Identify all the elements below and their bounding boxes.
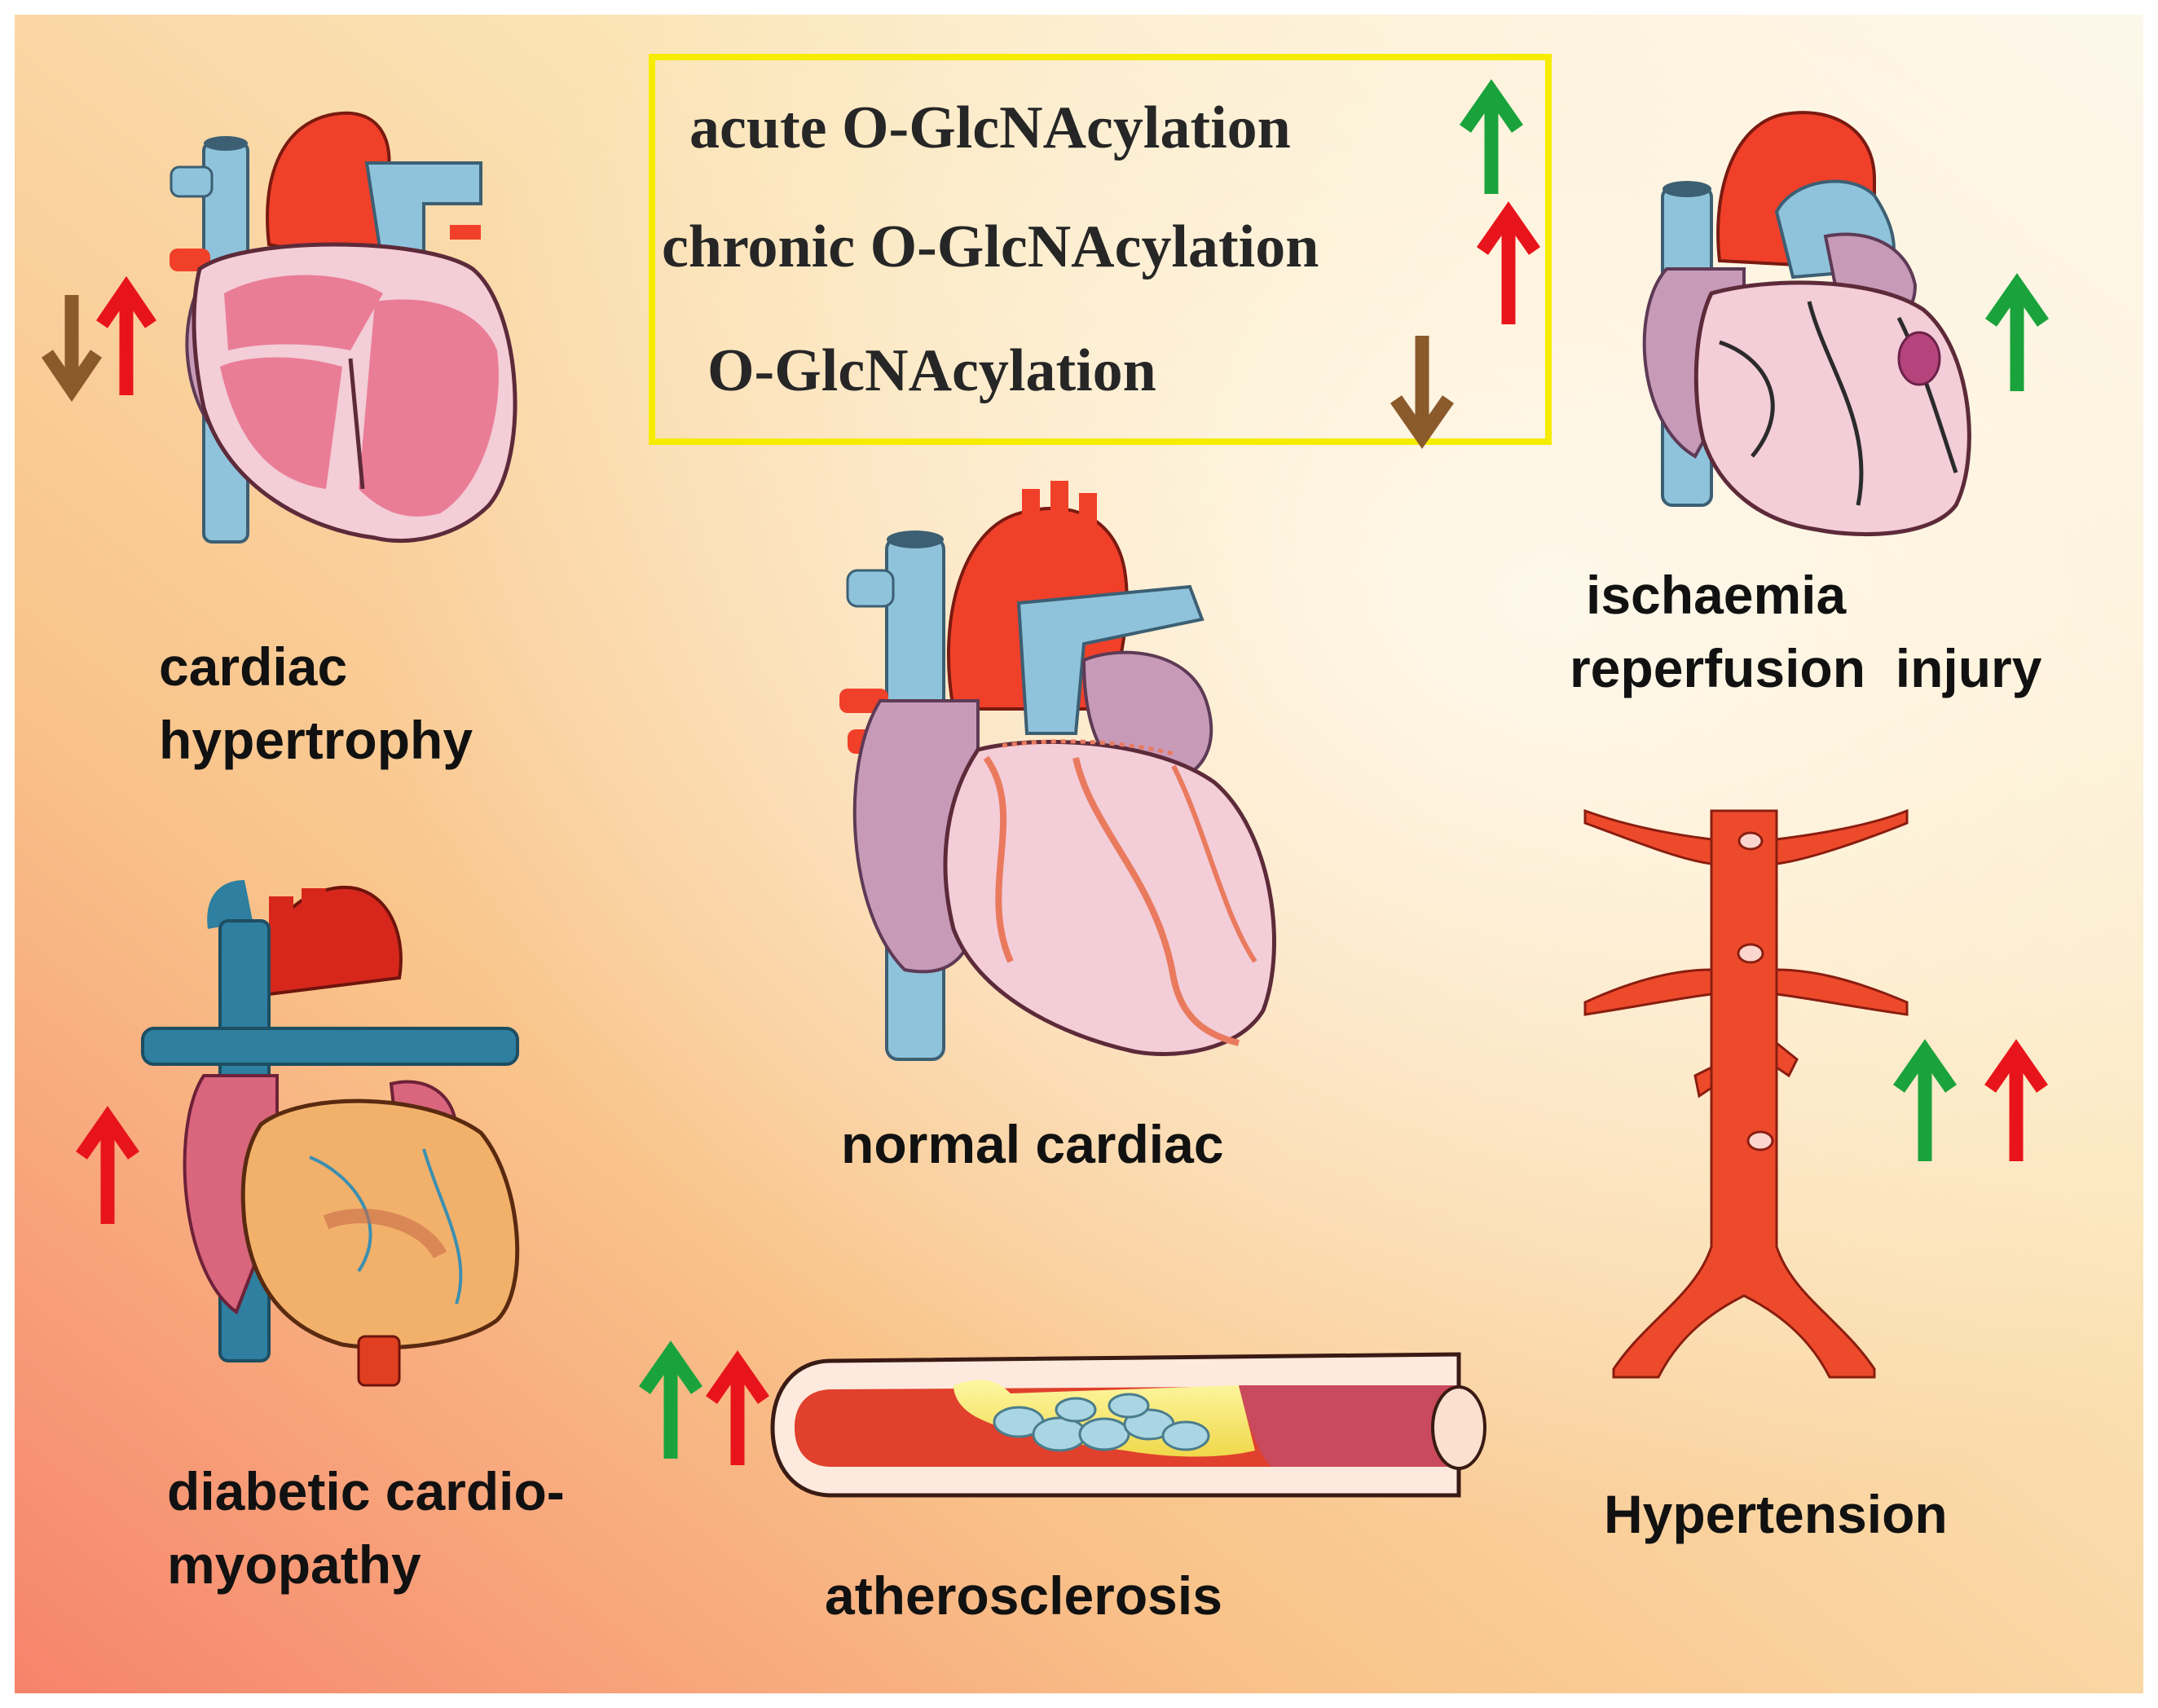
diabetic-label-line2: myopathy: [167, 1534, 421, 1595]
diabetic-label-line1: diabetic cardio-: [167, 1461, 565, 1521]
ischemic-heart-icon: [1642, 111, 1971, 537]
ischaemia-label-line1: ischaemia: [1586, 565, 1847, 625]
hypertension-label: Hypertension: [1604, 1484, 1948, 1544]
ischaemia-label-line2: reperfusion injury: [1570, 638, 2042, 698]
diabetic-heart-icon: [141, 880, 520, 1387]
heart-section-icon: [170, 111, 517, 544]
legend-arrow-chronic-up-icon: [1477, 201, 1540, 324]
hypertrophy-down-arrow-icon: [41, 295, 103, 403]
normal-cardiac-label: normal cardiac: [841, 1114, 1224, 1174]
artery-plaque-icon: [770, 1352, 1486, 1498]
aorta-icon: [1583, 808, 1909, 1379]
atherosclerosis-up-green-arrow-icon: [639, 1340, 702, 1459]
hypertrophy-up-arrow-icon: [95, 275, 157, 395]
heart-icon: [839, 481, 1276, 1061]
legend-acute-label: acute O-GlcNAcylation: [689, 95, 1291, 161]
legend-arrow-down-icon: [1390, 336, 1454, 449]
atherosclerosis-up-red-arrow-icon: [706, 1350, 769, 1465]
atherosclerosis-label: atherosclerosis: [825, 1565, 1222, 1626]
plaque-cluster: [993, 1393, 1210, 1452]
legend-down-label: O-GlcNAcylation: [707, 337, 1156, 404]
legend-chronic-label: chronic O-GlcNAcylation: [662, 214, 1319, 280]
legend-box: [649, 54, 1552, 445]
hypertension-up-green-arrow-icon: [1893, 1039, 1957, 1161]
cardiac-hypertrophy-label-line1: cardiac: [159, 636, 348, 697]
ischaemia-up-arrow-icon: [1985, 273, 2049, 391]
legend-arrow-acute-up-icon: [1460, 79, 1523, 194]
cardiac-hypertrophy-label-line2: hypertrophy: [159, 710, 473, 770]
diabetic-up-arrow-icon: [76, 1106, 139, 1224]
hypertension-up-red-arrow-icon: [1984, 1039, 2048, 1161]
